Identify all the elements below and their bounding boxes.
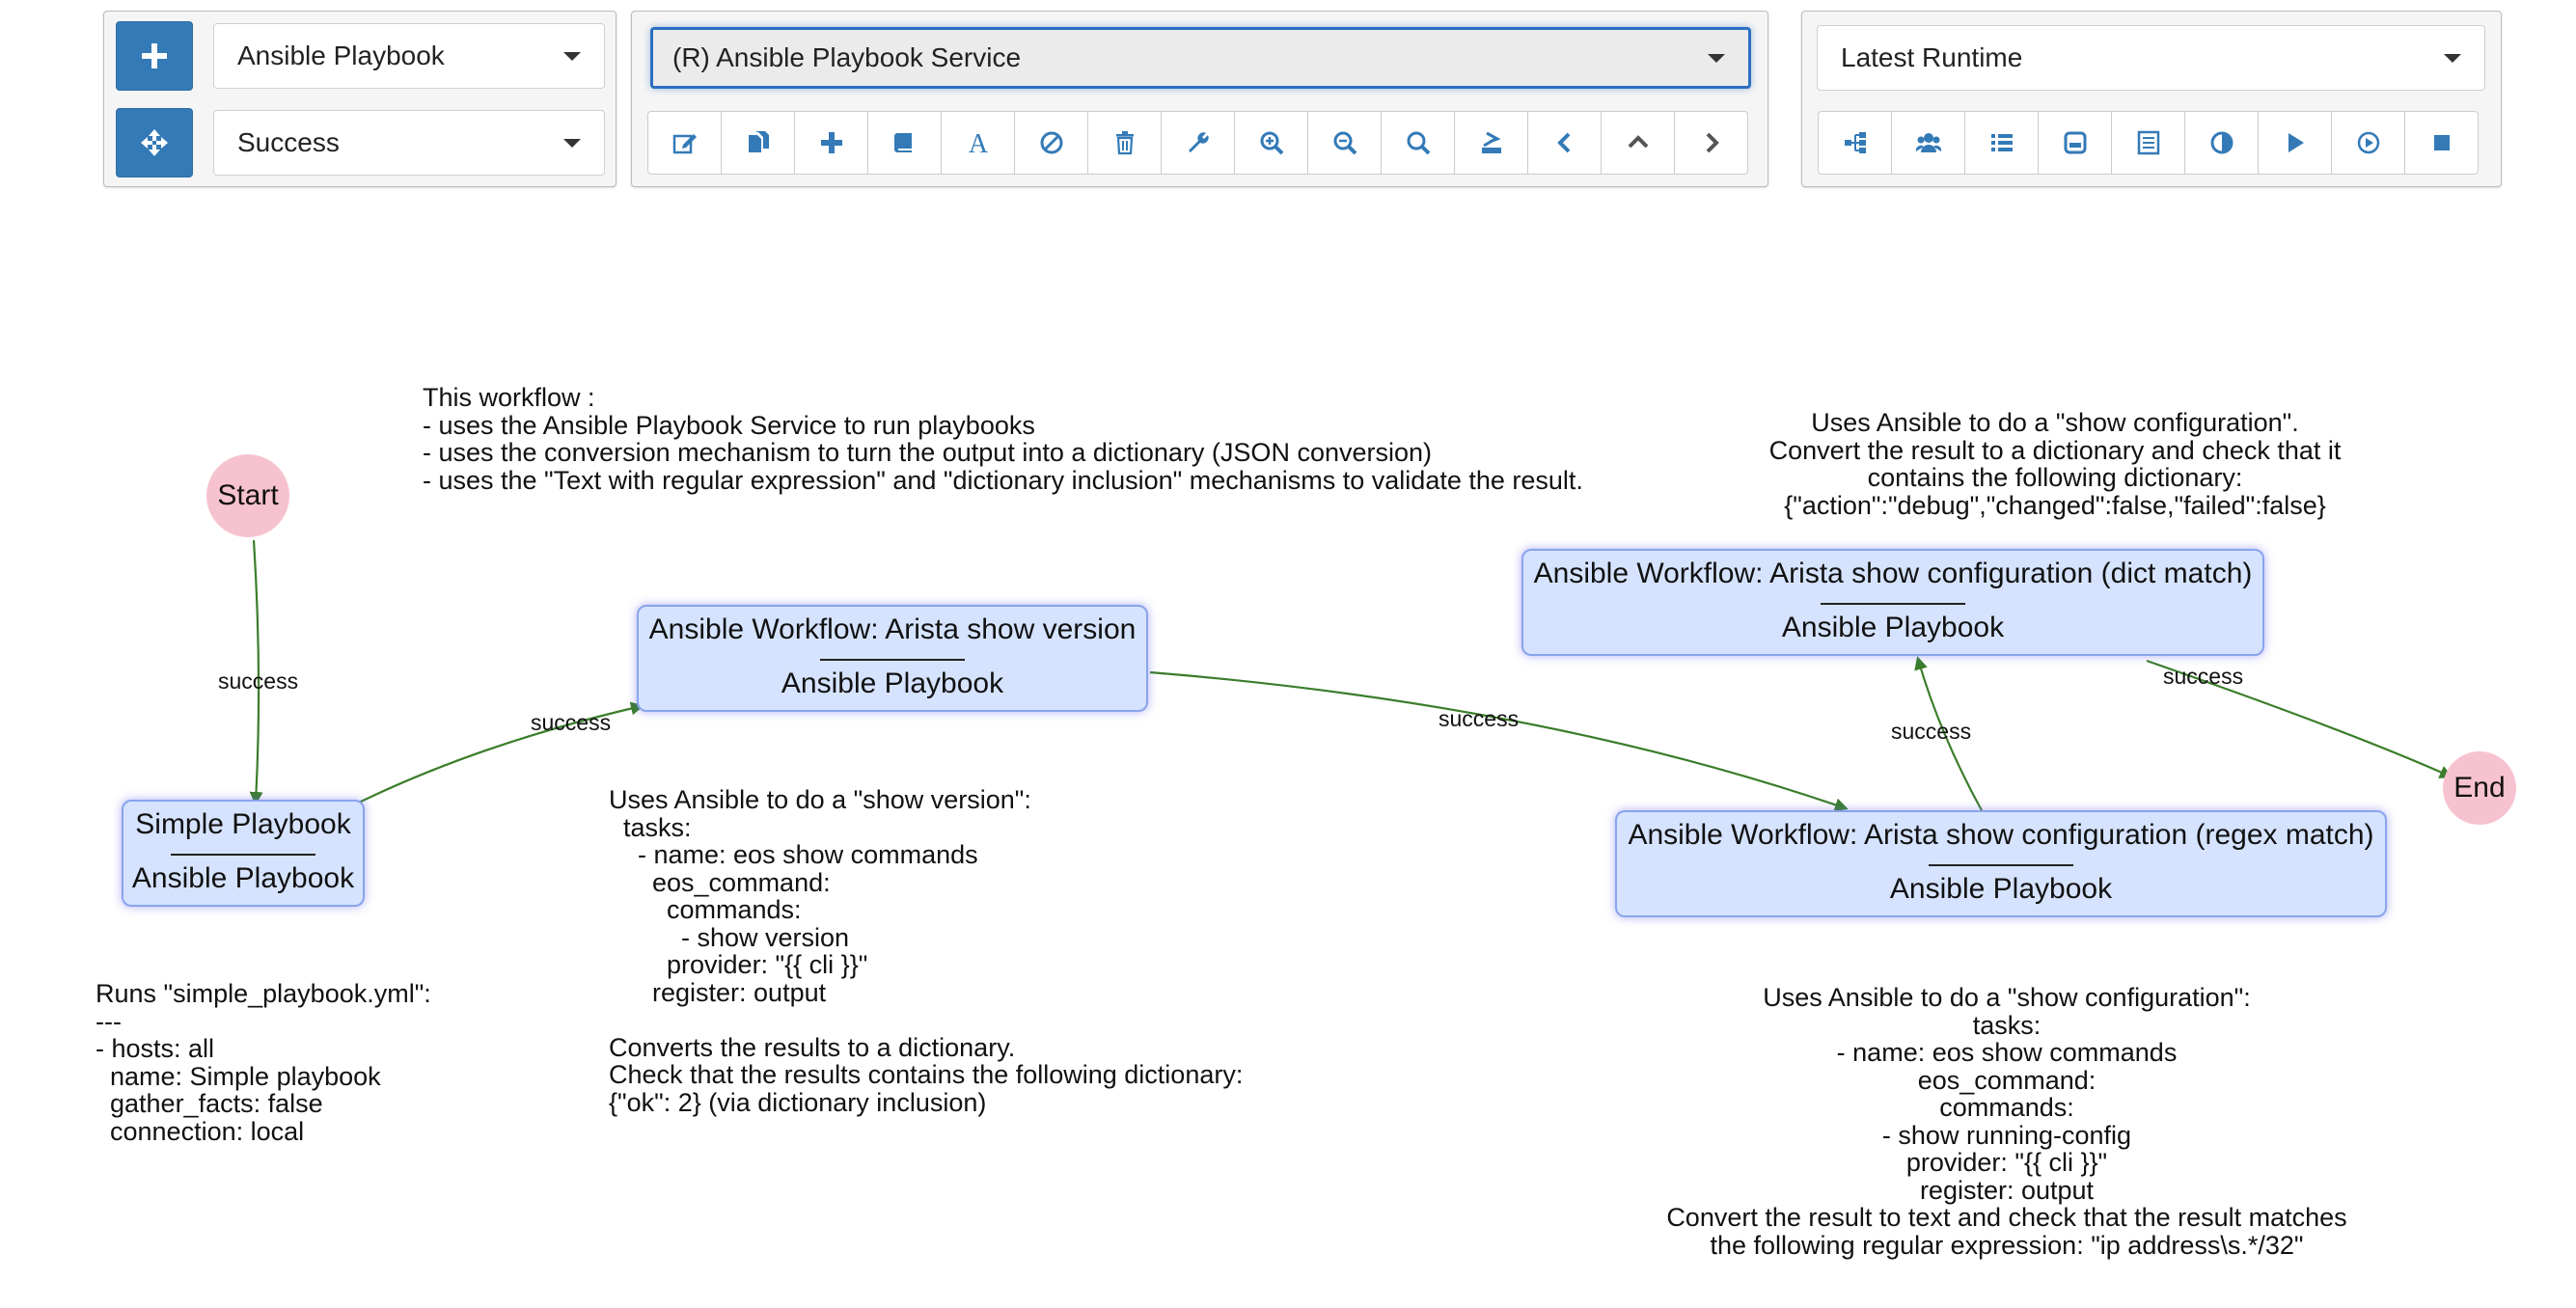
end-label: End: [2453, 772, 2506, 804]
add-icon: [820, 132, 842, 153]
service-node-simple-playbook[interactable]: Simple Playbook Ansible Playbook: [122, 800, 365, 907]
tree-icon: [1844, 132, 1866, 153]
up-icon: [1628, 135, 1648, 149]
zoom-out-icon: [1333, 131, 1357, 155]
duplicate-icon: [748, 131, 769, 152]
list-icon: [1990, 134, 2013, 151]
skip-icon: [1040, 131, 1062, 154]
stop-button[interactable]: [2404, 111, 2479, 175]
workflow-select[interactable]: (R) Ansible Playbook Service: [650, 27, 1751, 89]
node-separator: [1821, 603, 1965, 605]
workflow-description-note: This workflow : - uses the Ansible Playb…: [423, 383, 1583, 495]
node-name: Ansible Workflow: Arista show configurat…: [1628, 819, 2374, 851]
zoom-in-icon: [1260, 131, 1283, 155]
logs-button[interactable]: [2038, 111, 2112, 175]
show-version-note: Uses Ansible to do a "show version": tas…: [609, 785, 1244, 1117]
node-type: Ansible Playbook: [1889, 873, 2113, 905]
add-service-button[interactable]: [116, 21, 193, 91]
node-name: Ansible Workflow: Arista show version: [648, 613, 1137, 645]
text-icon: A: [968, 129, 988, 156]
edit-button-group: A: [647, 111, 1748, 175]
service-node-show-config-dict[interactable]: Ansible Workflow: Arista show configurat…: [1521, 549, 2264, 656]
chevron-down-icon: [1708, 54, 1725, 63]
table-list-icon: [2137, 130, 2159, 155]
node-type: Ansible Playbook: [1781, 612, 2005, 643]
wrench-icon: [1188, 132, 1209, 152]
end-node[interactable]: End: [2443, 751, 2516, 825]
edge-type-value: Success: [237, 127, 340, 157]
start-label: Start: [217, 479, 279, 511]
forward-button[interactable]: [1674, 111, 1748, 175]
edge-label: success: [1439, 706, 1520, 731]
start-node[interactable]: Start: [206, 454, 289, 537]
chevron-down-icon: [563, 139, 581, 148]
edge-label: success: [2163, 664, 2244, 689]
chevron-down-icon: [2444, 54, 2461, 63]
run-button-group: [1818, 111, 2479, 175]
add-button[interactable]: [794, 111, 868, 175]
plus-icon: [142, 43, 167, 68]
play-icon: [2288, 133, 2304, 152]
compare-button[interactable]: [2184, 111, 2259, 175]
skip-button[interactable]: [1014, 111, 1088, 175]
workflow-tree-button[interactable]: [1818, 111, 1892, 175]
edge-type-select[interactable]: Success: [213, 110, 605, 176]
zoom-out-button[interactable]: [1307, 111, 1382, 175]
simple-playbook-note: Runs "simple_playbook.yml": --- - hosts:…: [96, 979, 431, 1146]
trash-icon: [1115, 131, 1134, 155]
move-arrows-icon: [141, 129, 168, 156]
book-icon: [893, 133, 912, 152]
back-button[interactable]: [1527, 111, 1602, 175]
forward-icon: [1706, 132, 1719, 153]
save-icon: [1481, 131, 1501, 153]
node-name: Ansible Workflow: Arista show configurat…: [1533, 558, 2253, 589]
node-separator: [820, 659, 965, 661]
service-node-show-version[interactable]: Ansible Workflow: Arista show version An…: [637, 605, 1148, 712]
edge-simple-version[interactable]: [358, 701, 644, 804]
delete-button[interactable]: [1087, 111, 1162, 175]
hdd-icon: [2064, 131, 2086, 154]
results-table-button[interactable]: [2111, 111, 2185, 175]
text-button[interactable]: A: [941, 111, 1015, 175]
back-icon: [1556, 132, 1570, 153]
service-type-value: Ansible Playbook: [237, 41, 445, 70]
edge-regex-dict[interactable]: [1914, 656, 1984, 813]
service-node-show-config-regex[interactable]: Ansible Workflow: Arista show configurat…: [1615, 810, 2387, 917]
edge-label: success: [531, 710, 612, 735]
edge-start-simple[interactable]: [249, 539, 263, 805]
contrast-icon: [2210, 131, 2233, 154]
stop-icon: [2433, 135, 2450, 150]
run-with-updates-button[interactable]: [2331, 111, 2405, 175]
edit-icon: [672, 134, 697, 154]
dict-match-note: Uses Ansible to do a "show configuration…: [1768, 408, 2342, 520]
users-icon: [1915, 133, 1941, 152]
node-type: Ansible Playbook: [131, 862, 355, 894]
run-button[interactable]: [2258, 111, 2332, 175]
devices-button[interactable]: [1891, 111, 1965, 175]
service-type-select[interactable]: Ansible Playbook: [213, 23, 605, 89]
parameters-button[interactable]: [1161, 111, 1235, 175]
regex-match-note: Uses Ansible to do a "show configuration…: [1666, 983, 2347, 1260]
up-button[interactable]: [1601, 111, 1675, 175]
node-name: Simple Playbook: [135, 808, 351, 840]
duplicate-button[interactable]: [721, 111, 795, 175]
node-type: Ansible Playbook: [781, 668, 1004, 699]
play-circle-icon: [2357, 131, 2379, 154]
runtime-value: Latest Runtime: [1841, 42, 2023, 72]
search-button[interactable]: [1381, 111, 1455, 175]
chevron-down-icon: [563, 52, 581, 61]
runtime-select[interactable]: Latest Runtime: [1817, 25, 2485, 91]
workflow-value: (R) Ansible Playbook Service: [672, 42, 1022, 72]
node-separator: [171, 854, 315, 856]
edge-label: success: [1891, 719, 1972, 744]
move-mode-button[interactable]: [116, 108, 193, 177]
node-separator: [1929, 864, 2073, 866]
edge-label: success: [218, 668, 299, 694]
edge-dict-end[interactable]: [2146, 659, 2453, 778]
edge-version-regex[interactable]: [1149, 670, 1849, 812]
search-icon: [1407, 131, 1430, 155]
svg-text:A: A: [968, 129, 988, 156]
